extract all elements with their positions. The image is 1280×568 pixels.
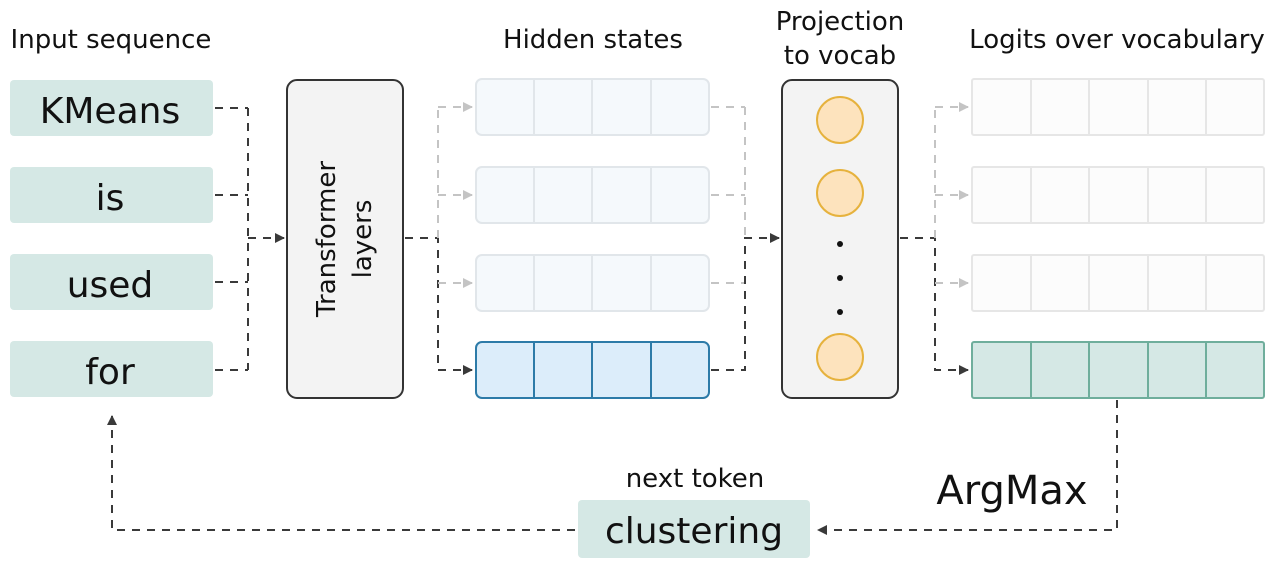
tokens-to-transformer-connector (215, 107, 285, 371)
token-box-3: used (10, 254, 213, 310)
hidden-state-vector-last (475, 341, 710, 399)
logits-header: Logits over vocabulary (969, 25, 1265, 55)
transformer-layers-block: Transformer layers (286, 79, 404, 399)
vocab-node (816, 96, 864, 144)
logit-vector-1 (971, 78, 1265, 136)
hidden-state-vector-3 (475, 254, 710, 312)
transformer-to-hidden-connector (405, 102, 473, 375)
hidden-state-vector-2 (475, 166, 710, 224)
transformer-label-line1: Transformer (312, 161, 342, 318)
hidden-to-projection-connector (711, 106, 780, 371)
logit-vector-3 (971, 254, 1265, 312)
next-token-caption: next token (626, 464, 765, 494)
logit-vector-2 (971, 166, 1265, 224)
hidden-states-header: Hidden states (503, 25, 683, 55)
next-token-box: clustering (578, 500, 810, 558)
input-sequence-header: Input sequence (11, 25, 212, 55)
feedback-connector (107, 415, 575, 531)
token-label: is (96, 178, 125, 219)
hidden-state-vector-1 (475, 78, 710, 136)
token-box-4: for (10, 341, 213, 397)
token-box-2: is (10, 167, 213, 223)
next-token-label: clustering (605, 511, 783, 552)
projection-header-line1: Projection (776, 7, 905, 37)
projection-to-logits-connector (900, 102, 969, 375)
ellipsis-dot (837, 241, 843, 247)
ellipsis-dot (837, 309, 843, 315)
token-box-1: KMeans (10, 80, 213, 136)
projection-header-line2: to vocab (784, 41, 896, 71)
vocab-node (816, 333, 864, 381)
token-label: used (67, 265, 154, 306)
transformer-label-line2: layers (348, 200, 378, 279)
token-label: for (85, 352, 135, 393)
projection-block (781, 79, 899, 399)
token-label: KMeans (40, 91, 180, 132)
logit-vector-last (971, 341, 1265, 399)
vocab-node (816, 169, 864, 217)
argmax-label: ArgMax (936, 468, 1087, 514)
ellipsis-dot (837, 275, 843, 281)
